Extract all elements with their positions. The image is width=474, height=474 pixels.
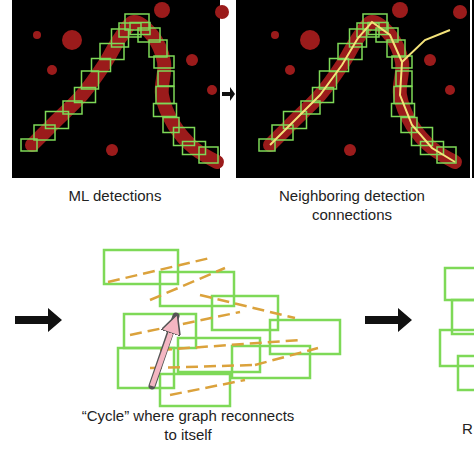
- panel-caption: Neighboring detection connections: [252, 186, 452, 224]
- cell-blob: [271, 31, 279, 39]
- detection-box: [154, 104, 177, 117]
- cell-blob: [186, 54, 198, 66]
- cell-blob: [62, 30, 82, 50]
- cell-blob: [424, 54, 436, 66]
- cell-blob: [453, 5, 467, 19]
- graph-line: [270, 22, 455, 162]
- detection-box: [149, 40, 167, 57]
- cell-blob: [392, 2, 408, 18]
- cell-blob: [215, 5, 229, 19]
- detection-box: [34, 125, 55, 140]
- panel-caption: R: [462, 419, 474, 438]
- graph-connections: [108, 258, 318, 395]
- detection-box: [392, 104, 415, 117]
- cell-blob: [207, 85, 217, 95]
- flow-arrow: [15, 308, 62, 332]
- detection-box: [320, 71, 337, 89]
- detection-box: [199, 147, 218, 163]
- cell-blob: [33, 31, 41, 39]
- detection-box: [183, 142, 206, 155]
- detection-box: [82, 71, 99, 89]
- cell-blob: [47, 65, 57, 75]
- callout-label: “Cycle” where graph reconnects to itself: [78, 406, 298, 444]
- detection-box: [158, 71, 174, 86]
- panel-caption: ML detections: [20, 186, 210, 205]
- graph-line: [402, 30, 450, 62]
- flow-arrow: [222, 87, 235, 101]
- cell-blob: [344, 144, 356, 156]
- detection-boxes: [104, 250, 474, 406]
- cell-filament: [270, 22, 455, 162]
- image-panel: [12, 0, 220, 178]
- image-panel: [472, 0, 474, 178]
- detection-box: [92, 59, 111, 72]
- detection-box: [259, 139, 275, 151]
- flow-arrow: [365, 308, 412, 332]
- cell-filament: [32, 22, 217, 162]
- detection-box: [156, 87, 174, 104]
- detection-box: [154, 56, 174, 68]
- detection-box: [112, 29, 129, 47]
- pointer-arrow: [152, 318, 176, 386]
- cell-blob: [285, 65, 295, 75]
- cell-blob: [154, 2, 170, 18]
- cell-blob: [300, 30, 320, 50]
- cell-blob: [445, 85, 455, 95]
- detection-box: [163, 118, 179, 133]
- detection-box: [174, 128, 195, 146]
- detection-box: [396, 71, 412, 86]
- image-panel: [236, 0, 470, 178]
- detection-box: [21, 139, 37, 151]
- pointer-arrow: [152, 316, 176, 386]
- cell-blob: [106, 144, 118, 156]
